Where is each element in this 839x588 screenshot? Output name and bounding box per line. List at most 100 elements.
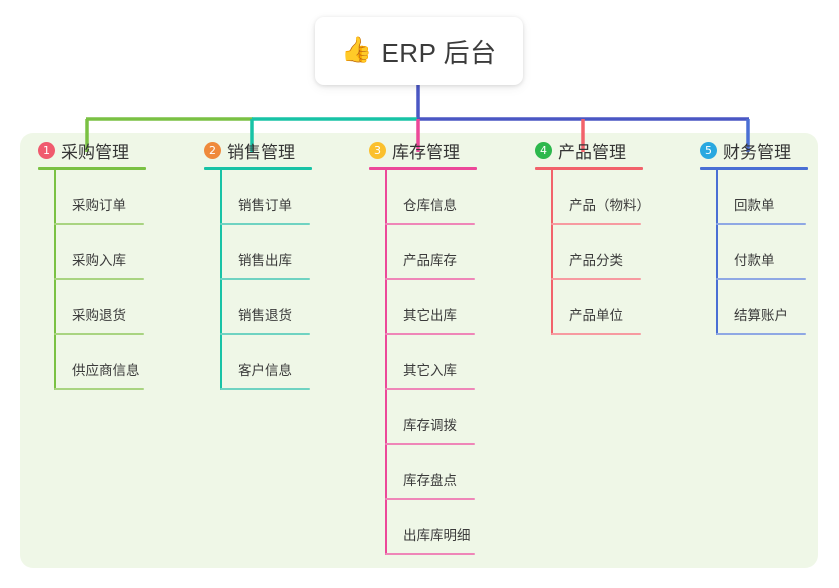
- branch-item[interactable]: 库存调拨: [369, 390, 477, 445]
- branch-number-badge-sales: 2: [204, 141, 221, 159]
- branch-number-badge-product: 4: [535, 141, 552, 159]
- branch-item-label: 回款单: [734, 198, 775, 213]
- branch-title-inventory: 库存管理: [392, 142, 460, 162]
- branch-title-purchase: 采购管理: [61, 142, 129, 162]
- branch-item[interactable]: 销售出库: [204, 225, 312, 280]
- branch-item-label: 其它出库: [403, 308, 457, 323]
- branch-item-underline: [220, 278, 310, 280]
- branch-header-finance[interactable]: 5 财务管理: [700, 133, 808, 167]
- branch-item-label: 其它入库: [403, 363, 457, 378]
- branch-column-product: 4 产品管理产品（物料） 产品分类产品单位: [535, 133, 650, 335]
- branch-column-sales: 2 销售管理销售订单销售出库销售退货客户信息: [204, 133, 312, 390]
- branch-spine-product: [551, 170, 553, 335]
- branch-item-underline: [385, 553, 475, 555]
- branch-item-underline: [551, 278, 641, 280]
- branch-item[interactable]: 其它入库: [369, 335, 477, 390]
- branch-title-finance: 财务管理: [723, 142, 791, 162]
- branch-item-underline: [54, 333, 144, 335]
- branch-item-list-product: 产品（物料） 产品分类产品单位: [535, 170, 650, 335]
- diagram-panel-background: [20, 133, 818, 568]
- branch-spine-sales: [220, 170, 222, 390]
- branch-item-label: 销售订单: [238, 198, 292, 213]
- branch-item-underline: [716, 333, 806, 335]
- branch-item[interactable]: 结算账户: [700, 280, 808, 335]
- branch-item-underline: [551, 333, 641, 335]
- branch-item-list-sales: 销售订单销售出库销售退货客户信息: [204, 170, 312, 390]
- branch-item-label: 采购订单: [72, 198, 126, 213]
- branch-column-inventory: 3 库存管理仓库信息产品库存其它出库其它入库库存调拨库存盘点出库库明细: [369, 133, 477, 555]
- branch-header-underline-finance: [700, 167, 808, 170]
- branch-item[interactable]: 客户信息: [204, 335, 312, 390]
- branch-item-label: 库存调拨: [403, 418, 457, 433]
- branch-item[interactable]: 产品单位: [535, 280, 643, 335]
- branch-item-underline: [220, 333, 310, 335]
- branch-item-underline: [385, 498, 475, 500]
- branch-header-product[interactable]: 4 产品管理: [535, 133, 643, 167]
- branch-item-underline: [220, 223, 310, 225]
- branch-item-label: 出库库明细: [403, 528, 471, 543]
- branch-item[interactable]: 采购订单: [38, 170, 146, 225]
- branch-item-underline: [385, 223, 475, 225]
- branch-item[interactable]: 销售订单: [204, 170, 312, 225]
- branch-item[interactable]: 仓库信息: [369, 170, 477, 225]
- branch-item-label: 采购入库: [72, 253, 126, 268]
- branch-item-label: 产品（物料）: [569, 198, 650, 213]
- branch-item-underline: [551, 223, 641, 225]
- branch-item-underline: [716, 278, 806, 280]
- branch-item[interactable]: 出库库明细: [369, 500, 477, 555]
- branch-item[interactable]: 销售退货: [204, 280, 312, 335]
- branch-item[interactable]: 其它出库: [369, 280, 477, 335]
- branch-item-underline: [385, 388, 475, 390]
- branch-number-badge-inventory: 3: [369, 141, 386, 159]
- branch-item-list-purchase: 采购订单采购入库采购退货供应商信息: [38, 170, 146, 390]
- branch-column-purchase: 1 采购管理采购订单采购入库采购退货供应商信息: [38, 133, 146, 390]
- branch-item[interactable]: 付款单: [700, 225, 808, 280]
- branch-item[interactable]: 产品库存: [369, 225, 477, 280]
- branch-item[interactable]: 产品分类: [535, 225, 643, 280]
- branch-header-underline-purchase: [38, 167, 146, 170]
- branch-item[interactable]: 回款单: [700, 170, 808, 225]
- branch-spine-inventory: [385, 170, 387, 555]
- branch-columns: 1 采购管理采购订单采购入库采购退货供应商信息 2 销售管理销售订单销售出库销售退货客…: [0, 133, 839, 568]
- branch-item[interactable]: 供应商信息: [38, 335, 146, 390]
- branch-item-label: 销售出库: [238, 253, 292, 268]
- branch-header-underline-sales: [204, 167, 312, 170]
- branch-item[interactable]: 产品（物料）: [535, 170, 650, 225]
- branch-title-product: 产品管理: [558, 142, 626, 162]
- branch-header-inventory[interactable]: 3 库存管理: [369, 133, 477, 167]
- branch-item-underline: [54, 278, 144, 280]
- branch-item-label: 销售退货: [238, 308, 292, 323]
- branch-item-list-inventory: 仓库信息产品库存其它出库其它入库库存调拨库存盘点出库库明细: [369, 170, 477, 555]
- root-node-card[interactable]: 👍 ERP 后台: [315, 17, 523, 85]
- branch-title-sales: 销售管理: [227, 142, 295, 162]
- branch-item-label: 产品分类: [569, 253, 623, 268]
- thumbs-up-icon: 👍: [341, 35, 373, 64]
- branch-spine-purchase: [54, 170, 56, 390]
- branch-item-label: 库存盘点: [403, 473, 457, 488]
- branch-item-label: 客户信息: [238, 363, 292, 378]
- branch-item-underline: [385, 443, 475, 445]
- branch-item[interactable]: 采购入库: [38, 225, 146, 280]
- branch-item-underline: [220, 388, 310, 390]
- branch-item[interactable]: 库存盘点: [369, 445, 477, 500]
- branch-number-badge-purchase: 1: [38, 141, 55, 159]
- branch-item-underline: [54, 223, 144, 225]
- branch-item-underline: [54, 388, 144, 390]
- branch-header-purchase[interactable]: 1 采购管理: [38, 133, 146, 167]
- branch-item-label: 结算账户: [734, 308, 788, 323]
- branch-item-underline: [716, 223, 806, 225]
- branch-item-list-finance: 回款单付款单结算账户: [700, 170, 808, 335]
- branch-item-label: 供应商信息: [72, 363, 140, 378]
- branch-number-badge-finance: 5: [700, 141, 717, 159]
- branch-header-underline-inventory: [369, 167, 477, 170]
- branch-item-underline: [385, 333, 475, 335]
- branch-item-label: 产品库存: [403, 253, 457, 268]
- root-node-label: ERP 后台: [381, 37, 497, 68]
- branch-item[interactable]: 采购退货: [38, 280, 146, 335]
- branch-item-label: 采购退货: [72, 308, 126, 323]
- branch-header-sales[interactable]: 2 销售管理: [204, 133, 312, 167]
- branch-column-finance: 5 财务管理回款单付款单结算账户: [700, 133, 808, 335]
- branch-header-underline-product: [535, 167, 643, 170]
